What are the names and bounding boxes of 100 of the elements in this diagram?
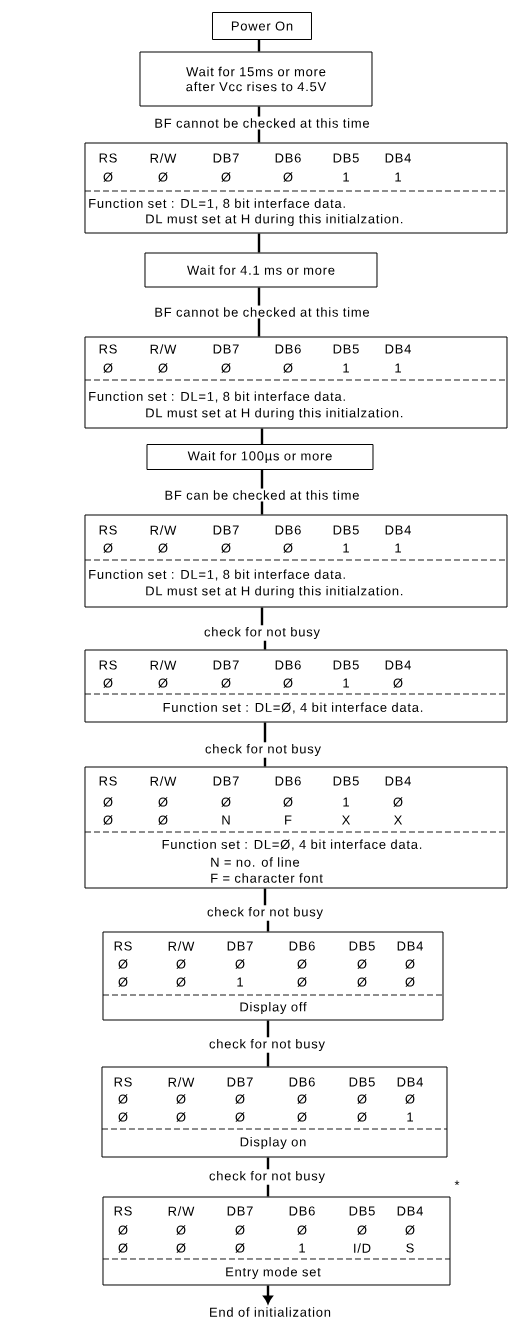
step-text: BF cannot be checked at this time xyxy=(155,307,370,317)
column-header: DB7 xyxy=(213,344,239,354)
instruction-text: Display off xyxy=(240,1001,307,1015)
bit-value: Ø xyxy=(393,678,403,688)
bit-value: Ø xyxy=(393,797,403,807)
bit-value: Ø xyxy=(297,977,307,987)
instruction-text: DL must set at H during this initialzation. xyxy=(146,585,403,599)
bit-value: Ø xyxy=(118,1243,128,1253)
bit-value: Ø xyxy=(283,678,293,688)
column-header: DB7 xyxy=(213,525,239,535)
bit-value: Ø xyxy=(176,977,186,987)
instruction-text: DL must set at H during this initialzation. xyxy=(146,213,403,227)
column-header: DB4 xyxy=(397,1077,423,1087)
bit-value: Ø xyxy=(235,1225,245,1235)
column-header: DB4 xyxy=(385,344,411,354)
column-header: DB5 xyxy=(349,1077,375,1087)
column-header: RS xyxy=(114,1077,132,1087)
bit-value: Ø xyxy=(158,815,168,825)
connector-line xyxy=(263,888,267,906)
bit-value: Ø xyxy=(221,172,231,182)
bit-value: Ø xyxy=(118,959,128,969)
bit-value: Ø xyxy=(283,172,293,182)
column-header: DB6 xyxy=(275,153,301,163)
bit-value: 1 xyxy=(343,797,349,807)
bit-value: Ø xyxy=(235,959,245,969)
connector-line xyxy=(257,40,261,52)
column-header: DB4 xyxy=(385,776,411,786)
connector-line xyxy=(266,1184,270,1197)
column-header: DB4 xyxy=(397,1206,423,1216)
bit-value: 1 xyxy=(395,543,401,553)
bit-value: 1 xyxy=(343,363,349,373)
connector-line xyxy=(263,757,267,767)
column-header: R/W xyxy=(150,344,177,354)
bit-value: Ø xyxy=(158,678,168,688)
bit-value: Ø xyxy=(297,1225,307,1235)
column-header: DB6 xyxy=(275,525,301,535)
step-text: BF cannot be checked at this time xyxy=(155,118,370,128)
bit-value: Ø xyxy=(176,1225,186,1235)
column-header: R/W xyxy=(150,776,177,786)
connector-line xyxy=(257,106,261,117)
instruction-text: Function set : DL=Ø, 4 bit interface data. xyxy=(162,839,422,851)
bit-value: Ø xyxy=(118,1094,128,1104)
instruction-text: N = no. of line xyxy=(211,857,300,867)
register-table-box xyxy=(84,766,508,889)
bit-value: Ø xyxy=(283,543,293,553)
bit-value: I/D xyxy=(354,1243,371,1253)
bit-value: Ø xyxy=(283,797,293,807)
bit-value: 1 xyxy=(299,1243,305,1253)
connector-line xyxy=(260,607,264,626)
bit-value: F xyxy=(285,815,292,825)
process-box: Power On xyxy=(212,12,312,40)
bit-value: Ø xyxy=(103,543,113,553)
connector-line xyxy=(266,1157,270,1170)
connector-line xyxy=(257,129,261,143)
bit-value: Ø xyxy=(405,977,415,987)
bit-value: X xyxy=(341,815,351,825)
bit-value: Ø xyxy=(103,797,113,807)
bit-value: Ø xyxy=(357,1225,367,1235)
bit-value: Ø xyxy=(297,1094,307,1104)
column-header: DB6 xyxy=(275,660,301,670)
register-table-box xyxy=(102,1196,451,1286)
column-header: RS xyxy=(99,660,117,670)
step-text: BF can be checked at this time xyxy=(165,490,359,500)
bit-value: X xyxy=(393,815,403,825)
bit-value: Ø xyxy=(103,172,113,182)
connector-line xyxy=(263,1285,273,1304)
bit-value: Ø xyxy=(221,543,231,553)
bit-value: S xyxy=(406,1243,414,1253)
bit-value: Ø xyxy=(176,959,186,969)
bit-value: N xyxy=(222,815,230,825)
column-header: DB6 xyxy=(275,344,301,354)
column-header: RS xyxy=(99,344,117,354)
column-header: R/W xyxy=(168,1206,195,1216)
bit-value: Ø xyxy=(357,1112,367,1122)
bit-value: Ø xyxy=(221,363,231,373)
column-header: DB7 xyxy=(213,660,239,670)
column-header: DB4 xyxy=(385,660,411,670)
column-header: RS xyxy=(114,941,132,951)
bit-value: Ø xyxy=(235,1112,245,1122)
footnote-mark: * xyxy=(454,1180,460,1186)
bit-value: 1 xyxy=(343,172,349,182)
bit-value: Ø xyxy=(405,1094,415,1104)
bit-value: 1 xyxy=(395,363,401,373)
instruction-text: Entry mode set xyxy=(226,1266,321,1280)
connector-line xyxy=(257,318,261,337)
step-text: check for not busy xyxy=(209,1170,325,1184)
process-box: Wait for 15ms or more after Vcc rises to 4.5V xyxy=(139,51,373,107)
column-header: DB7 xyxy=(227,1077,253,1087)
connector-line xyxy=(263,640,267,650)
connector-line xyxy=(266,920,270,932)
bit-value: 1 xyxy=(395,172,401,182)
column-header: DB7 xyxy=(213,153,239,163)
column-header: R/W xyxy=(150,525,177,535)
column-header: DB5 xyxy=(333,344,359,354)
bit-value: Ø xyxy=(118,977,128,987)
bit-value: Ø xyxy=(158,363,168,373)
connector-line xyxy=(263,722,267,743)
connector-line xyxy=(257,233,261,253)
bit-value: Ø xyxy=(357,959,367,969)
bit-value: 1 xyxy=(407,1112,413,1122)
